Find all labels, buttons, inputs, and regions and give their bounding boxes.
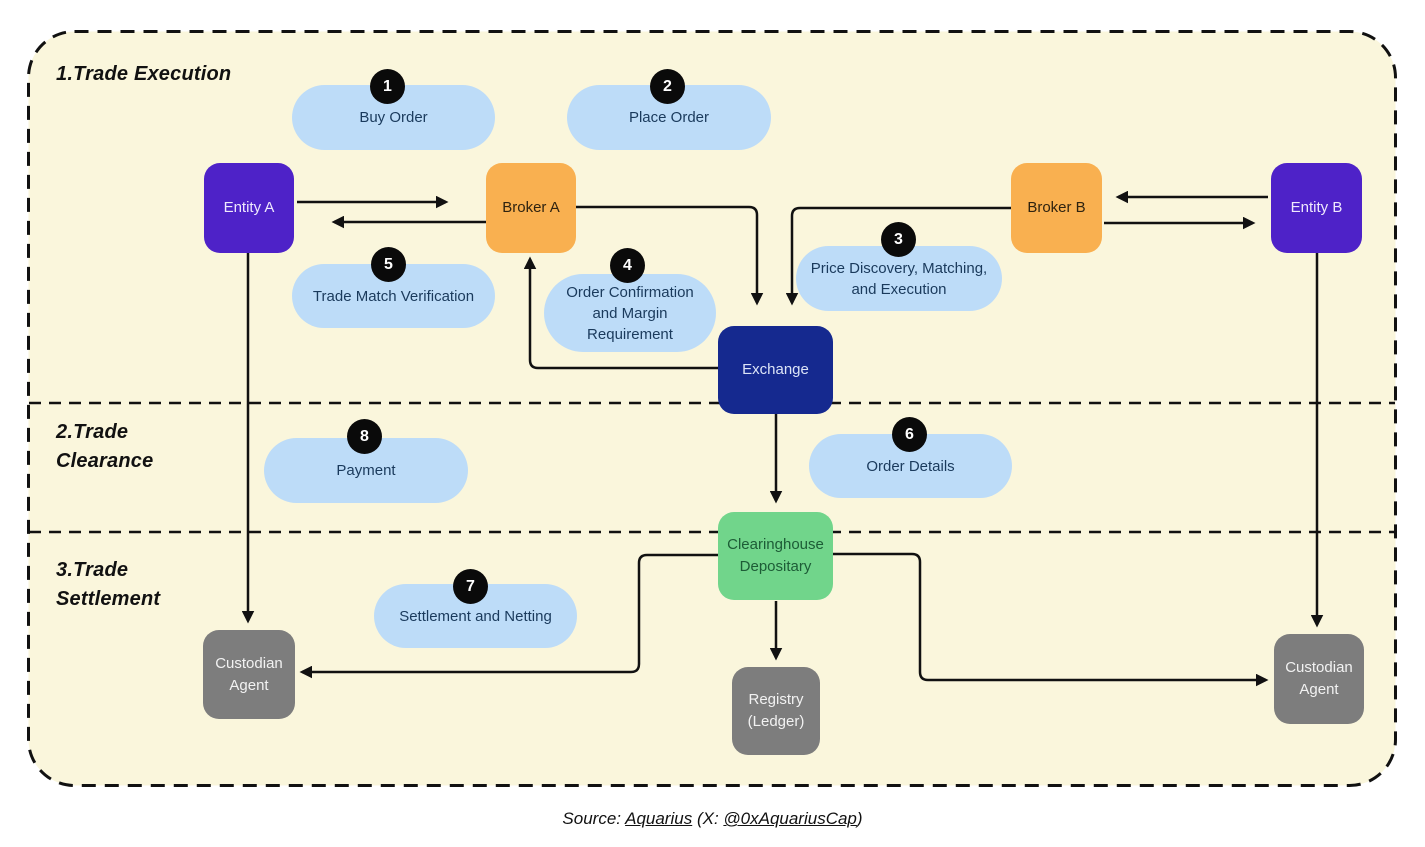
pill-label: Trade Match Verification <box>312 287 475 305</box>
section-title-line: 3.Trade <box>56 559 129 581</box>
arrow-exchange-to-broker-a <box>523 256 718 370</box>
badge-number: 1 <box>383 77 392 95</box>
badge-number: 7 <box>466 577 475 595</box>
node-custodian-agent-left: Custodian Agent <box>203 630 295 719</box>
step-pill-order-confirmation: Order Confirmation and Margin Requiremen… <box>544 274 716 352</box>
step-badge-6: 6 <box>892 417 927 452</box>
node-label: Agent <box>229 676 269 694</box>
section-title-line: 1.Trade Execution <box>56 63 232 85</box>
badge-number: 2 <box>663 77 672 95</box>
node-label: Broker A <box>502 199 560 216</box>
pill-label: Payment <box>336 462 396 479</box>
arrow-broker-a-to-exchange <box>576 205 764 306</box>
badge-number: 5 <box>384 255 393 273</box>
node-label: Registry <box>748 691 804 708</box>
pill-label: Requirement <box>587 325 673 343</box>
node-broker-a: Broker A <box>486 163 576 253</box>
node-label: (Ledger) <box>747 713 805 730</box>
pill-label: Settlement and Netting <box>399 607 552 625</box>
node-label: Custodian <box>1285 659 1353 676</box>
section-title-line: 2.Trade <box>56 421 129 443</box>
pill-label: Order Details <box>866 457 955 475</box>
pill-label: Place Order <box>628 109 710 126</box>
footer-source-suffix: ) <box>856 809 863 828</box>
arrow-broker-b-to-exchange <box>785 206 1011 306</box>
step-badge-1: 1 <box>370 69 405 104</box>
pill-label: Price Discovery, Matching, <box>810 259 988 277</box>
section-title-line: Clearance <box>56 450 154 472</box>
footer-source: Source: Aquarius (X: @0xAquariusCap) <box>0 809 1425 829</box>
arrow-clearinghouse-to-custodian-right <box>833 552 1269 687</box>
section-title-trade-clearance: 2.Trade Clearance <box>56 418 153 476</box>
arrow-clearinghouse-to-custodian-left <box>299 553 718 679</box>
step-badge-3: 3 <box>881 222 916 257</box>
node-label: Broker B <box>1027 199 1086 216</box>
footer-source-middle: (X: <box>692 809 724 828</box>
node-label: Entity B <box>1290 199 1343 216</box>
node-exchange: Exchange <box>718 326 833 414</box>
step-badge-5: 5 <box>371 247 406 282</box>
badge-number: 8 <box>360 427 369 445</box>
pill-label: and Margin <box>592 304 668 322</box>
node-broker-b: Broker B <box>1011 163 1102 253</box>
source-link-aquarius[interactable]: Aquarius <box>625 809 693 828</box>
step-badge-2: 2 <box>650 69 685 104</box>
node-registry-ledger: Registry (Ledger) <box>732 667 820 755</box>
badge-number: 4 <box>623 256 632 274</box>
step-badge-7: 7 <box>453 569 488 604</box>
node-label: Depositary <box>739 558 812 575</box>
node-label: Agent <box>1299 681 1339 698</box>
node-entity-a: Entity A <box>204 163 294 253</box>
pill-label: Order Confirmation <box>566 283 694 301</box>
footer-source-prefix: Source: <box>562 809 626 828</box>
node-label: Custodian <box>215 654 283 672</box>
step-badge-8: 8 <box>347 419 382 454</box>
pill-label: Buy Order <box>359 109 428 126</box>
section-title-trade-execution: 1.Trade Execution <box>56 60 231 89</box>
step-pill-place-order: Place Order <box>567 85 771 150</box>
node-clearinghouse-depositary: Clearinghouse Depositary <box>718 512 833 600</box>
section-title-line: Settlement <box>56 588 161 610</box>
badge-number: 6 <box>905 425 914 443</box>
node-entity-b: Entity B <box>1271 163 1362 253</box>
node-custodian-agent-right: Custodian Agent <box>1274 634 1364 724</box>
badge-number: 3 <box>894 230 903 248</box>
section-title-trade-settlement: 3.Trade Settlement <box>56 556 160 614</box>
pill-label: and Execution <box>851 280 947 298</box>
node-label: Exchange <box>742 361 809 378</box>
node-label: Clearinghouse <box>727 536 824 553</box>
source-link-x-handle[interactable]: @0xAquariusCap <box>723 809 857 828</box>
node-label: Entity A <box>223 199 275 216</box>
step-badge-4: 4 <box>610 248 645 283</box>
